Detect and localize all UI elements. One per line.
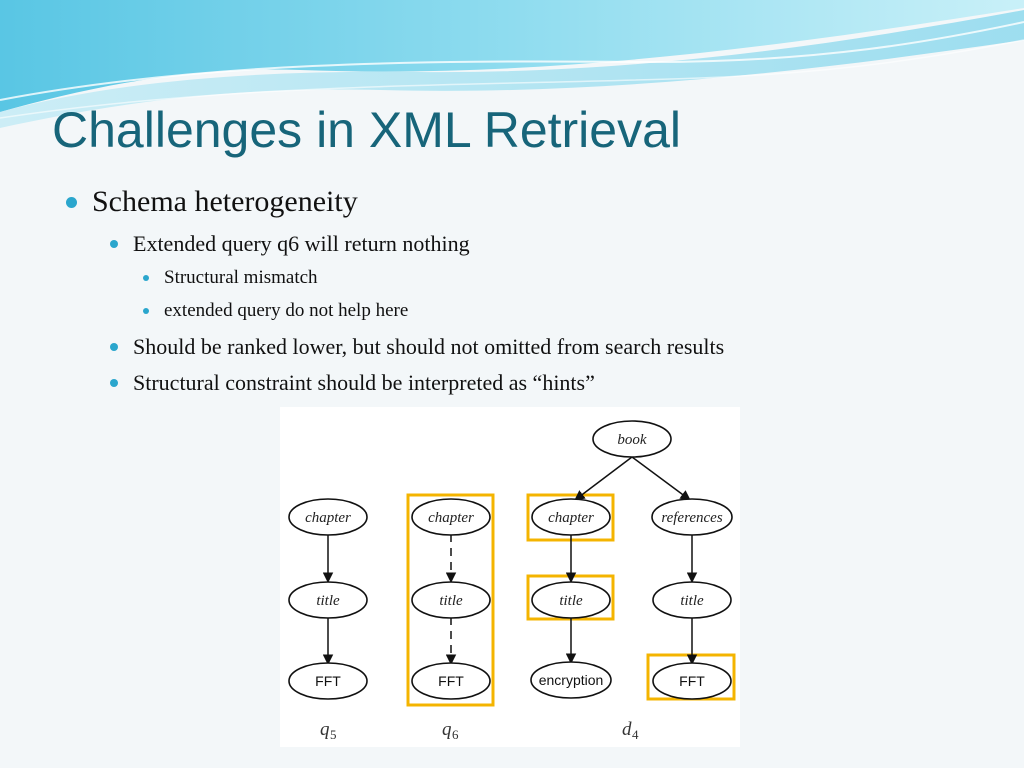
bullet-text: Extended query q6 will return nothing [133,231,470,256]
bullet-schema-heterogeneity: Schema heterogeneity [66,184,358,220]
svg-text:q: q [442,719,452,740]
bullet-text: extended query do not help here [164,300,409,321]
bullet-dot-icon [143,275,149,281]
bullet-text: Structural constraint should be interpre… [133,370,595,395]
d4-node-title-left: title [531,581,611,619]
xml-tree-diagram: chapter title FFT chapter title FFT [280,407,740,747]
d4-node-title-right: title [652,581,732,619]
svg-text:title: title [680,593,704,609]
bullet-text: Should be ranked lower, but should not o… [133,334,725,359]
caption-q6: q 6 [442,719,459,742]
svg-text:chapter: chapter [428,510,474,526]
q6-node-chapter: chapter [411,498,491,536]
slide-title: Challenges in XML Retrieval [52,102,682,158]
caption-q5: q 5 [320,719,337,742]
bullet-extended-query: Extended query q6 will return nothing [110,230,470,258]
svg-text:d: d [622,719,632,740]
q6-node-fft: FFT [411,662,491,700]
q5-node-title: title [288,581,368,619]
d4-node-references: references [651,498,733,536]
bullet-ranked-lower: Should be ranked lower, but should not o… [110,333,725,361]
q6-highlight-box [406,493,495,707]
bullet-structural-mismatch: Structural mismatch [143,266,318,290]
svg-text:q: q [320,719,330,740]
svg-text:title: title [439,593,463,609]
svg-text:FFT: FFT [679,673,705,689]
svg-text:4: 4 [632,727,639,742]
bullet-dot-icon [110,240,118,248]
svg-text:6: 6 [452,727,459,742]
svg-text:title: title [559,593,583,609]
svg-text:title: title [316,593,340,609]
svg-text:FFT: FFT [438,673,464,689]
bullet-text: Schema heterogeneity [92,185,358,218]
d4-node-encryption: encryption [530,661,612,699]
bullet-extended-query-no-help: extended query do not help here [143,299,409,323]
bullet-dot-icon [66,197,77,208]
q5-node-chapter: chapter [288,498,368,536]
svg-text:5: 5 [330,727,337,742]
d4-node-fft: FFT [652,662,732,700]
d4-node-book: book [592,420,672,458]
xml-tree-svg: chapter title FFT chapter title FFT [288,420,736,742]
svg-text:references: references [661,510,723,526]
svg-text:chapter: chapter [305,510,351,526]
bullet-dot-icon [110,343,118,351]
d4-node-chapter: chapter [531,498,611,536]
svg-text:encryption: encryption [539,672,604,688]
bullet-dot-icon [110,379,118,387]
svg-text:chapter: chapter [548,510,594,526]
d4-edge-book-references [631,456,691,501]
svg-text:FFT: FFT [315,673,341,689]
q5-node-fft: FFT [288,662,368,700]
bullet-text: Structural mismatch [164,267,318,288]
caption-d4: d 4 [622,719,639,742]
bullet-structural-constraint: Structural constraint should be interpre… [110,369,595,397]
svg-text:book: book [617,432,647,448]
header-wave-decoration [0,0,1024,128]
bullet-dot-icon [143,308,149,314]
q6-node-title: title [411,581,491,619]
d4-edge-book-chapter [574,456,633,501]
